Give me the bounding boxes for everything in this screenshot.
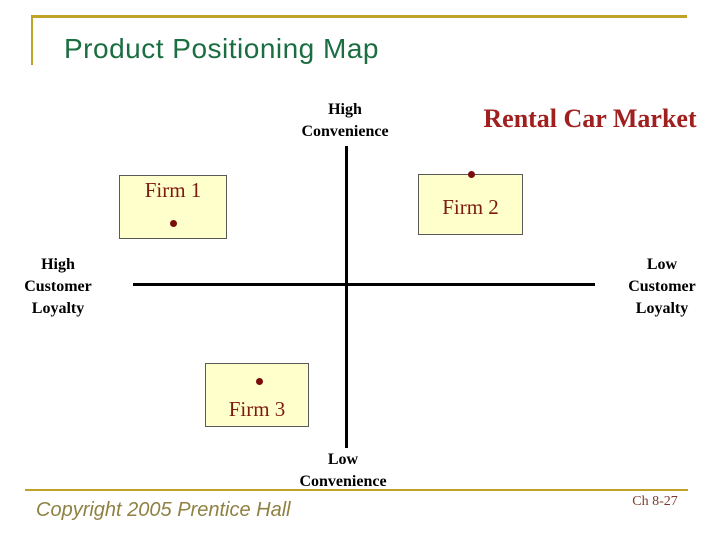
vertical-axis-line — [345, 146, 348, 448]
firm-2-box: Firm 2 — [418, 171, 523, 235]
market-subtitle: Rental Car Market — [483, 104, 697, 133]
firm-3-position-dot — [256, 378, 263, 385]
firm-3-box: Firm 3 — [205, 363, 309, 427]
slide-title: Product Positioning Map — [64, 33, 380, 64]
axis-label-low-convenience: Low Convenience — [299, 451, 387, 490]
title-accent-line-left — [31, 15, 33, 65]
title-accent-line-top — [31, 15, 687, 18]
footer-page-number: Ch 8-27 — [632, 494, 678, 509]
axis-label-low-customer-loyalty: Low Customer Loyalty — [628, 256, 696, 317]
firm-2-label: Firm 2 — [442, 195, 499, 219]
firm-1-box: Firm 1 — [119, 175, 227, 239]
firm-1-position-dot — [170, 220, 177, 227]
horizontal-axis-line — [133, 283, 595, 286]
firm-3-label: Firm 3 — [228, 397, 286, 421]
footer-divider-line — [25, 489, 688, 491]
firm-2-position-dot — [468, 171, 475, 178]
firm-1-label: Firm 1 — [144, 178, 202, 202]
axis-label-high-customer-loyalty: High Customer Loyalty — [24, 256, 92, 317]
axis-label-high-convenience: High Convenience — [301, 101, 389, 140]
footer-copyright: Copyright 2005 Prentice Hall — [36, 499, 291, 521]
